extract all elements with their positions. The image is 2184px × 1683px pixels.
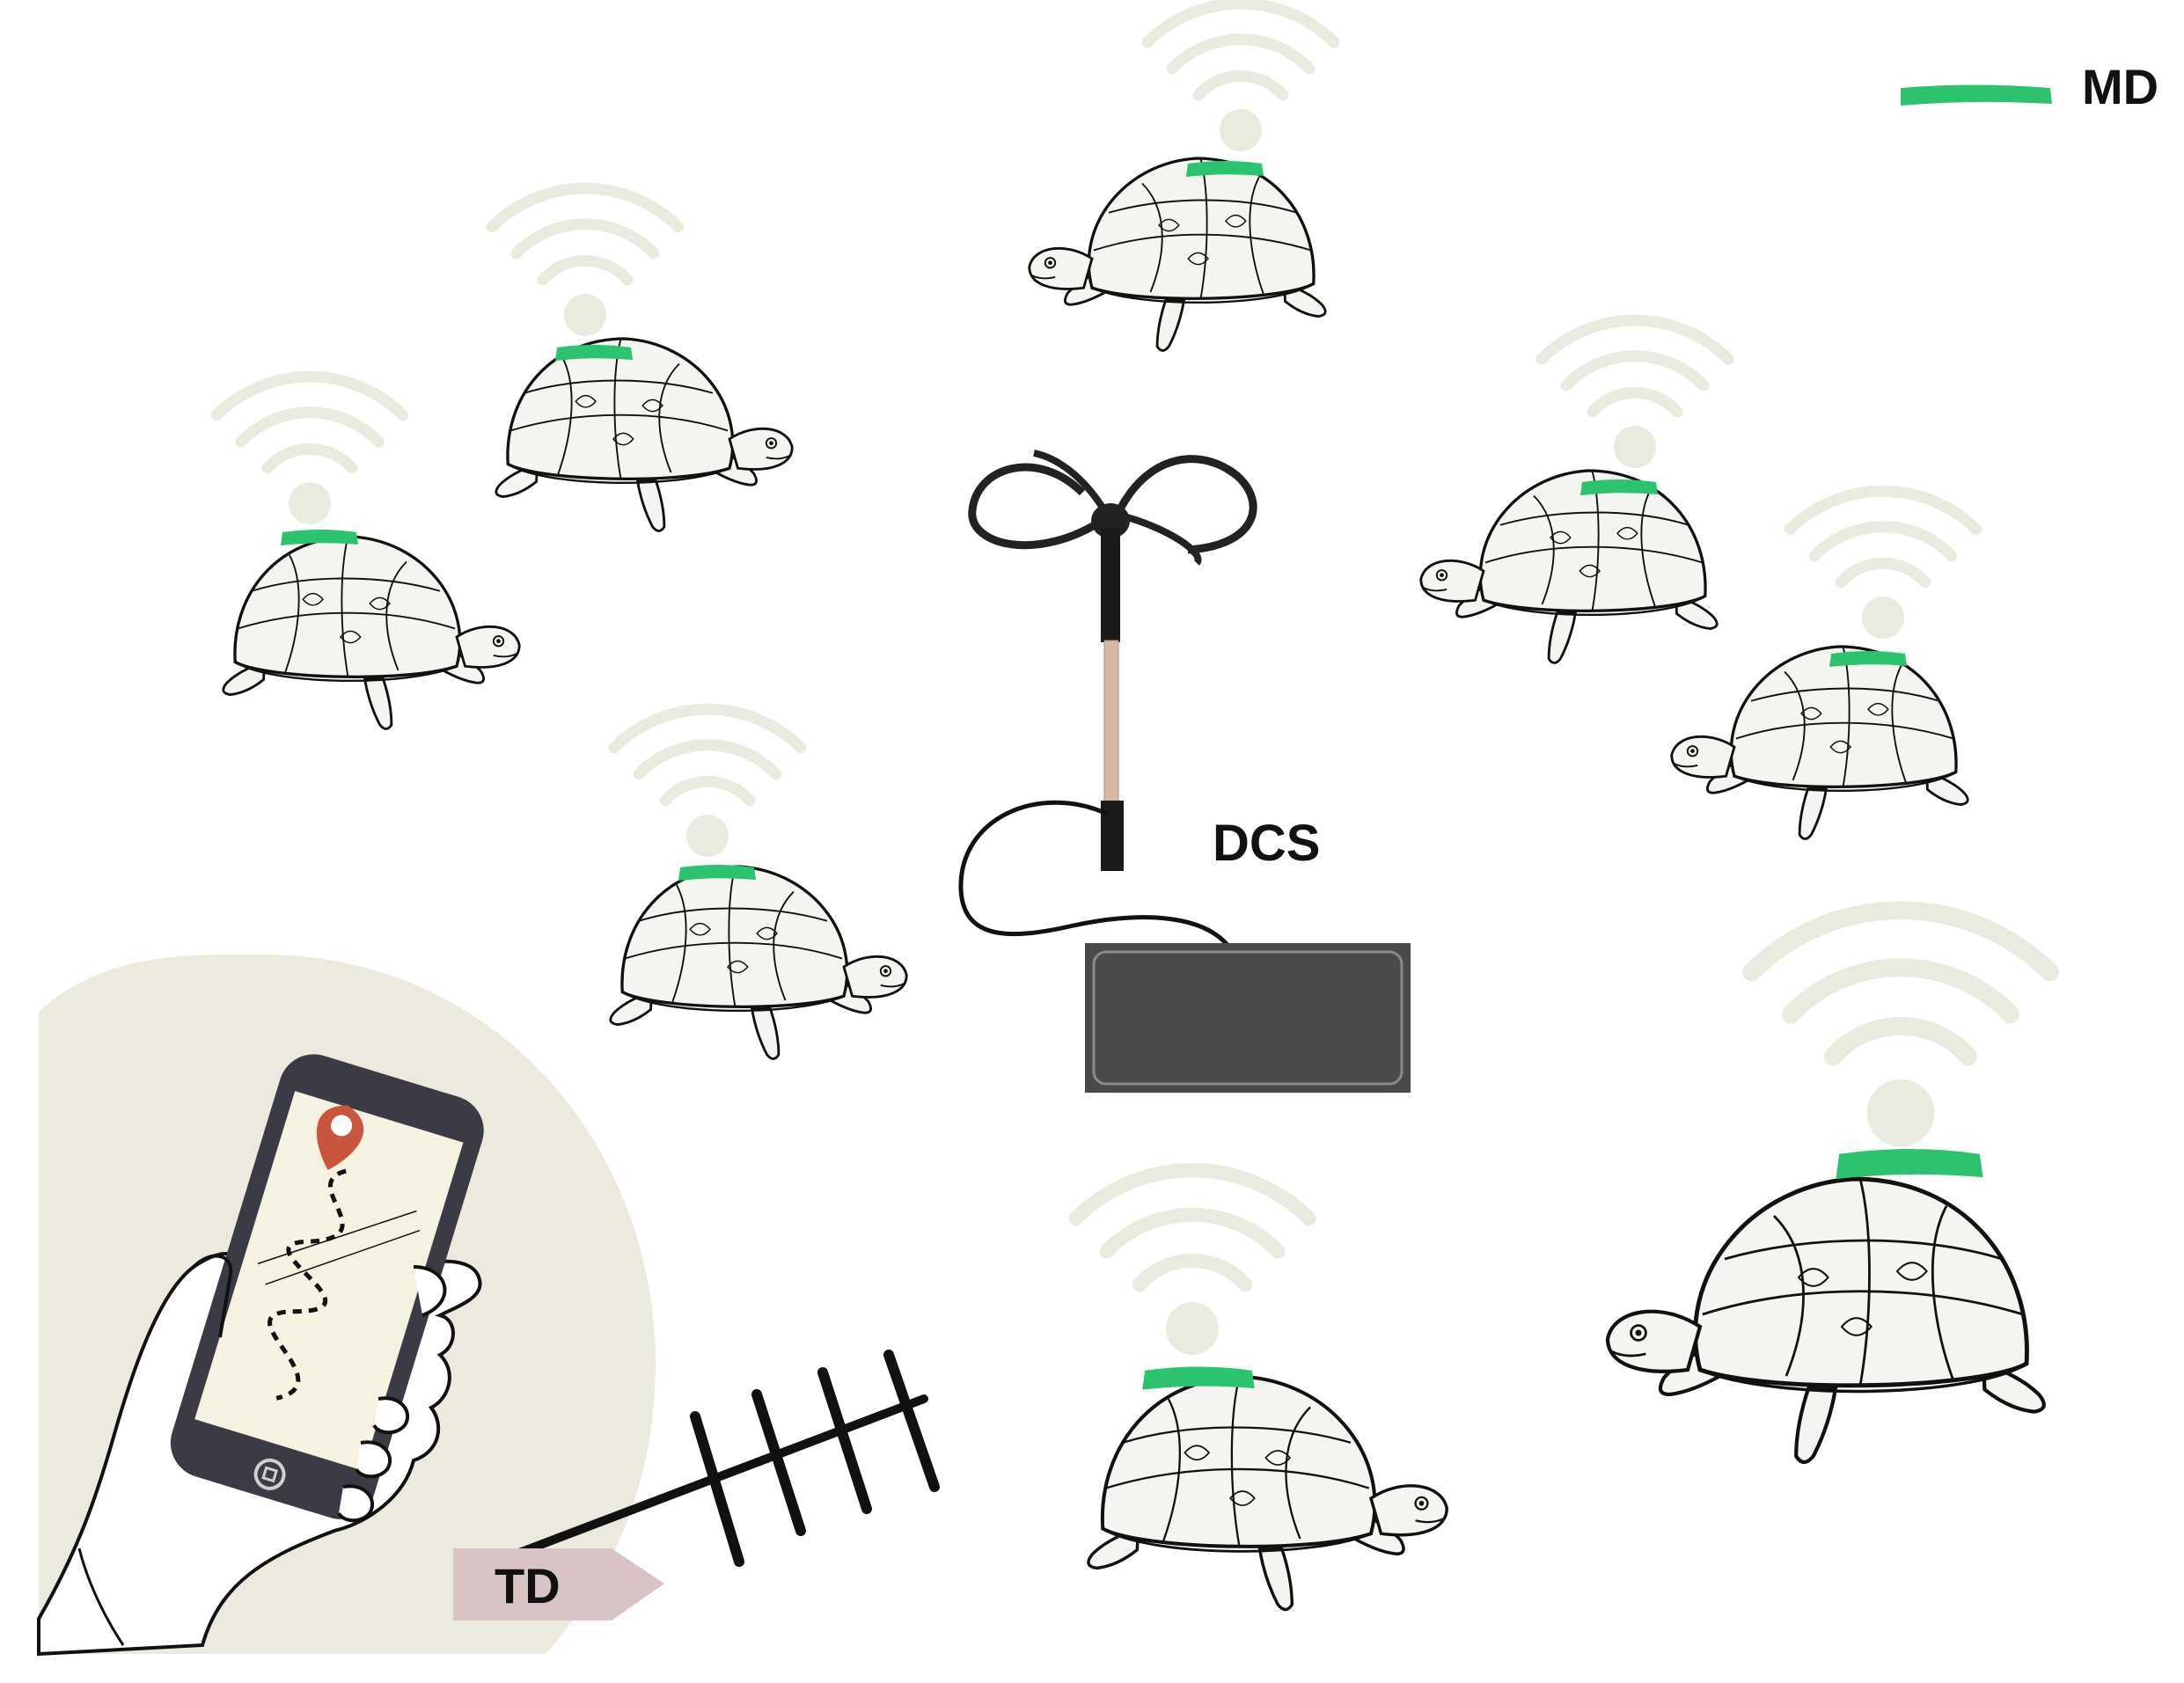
turtle-icon	[495, 337, 794, 533]
tracker-device	[37, 1054, 484, 1657]
turtle-2	[492, 188, 794, 533]
turtle-6	[609, 709, 908, 1061]
turtle-icon	[609, 865, 908, 1061]
td-label: TD	[495, 1558, 561, 1613]
turtle-1	[1028, 4, 1334, 353]
turtle-icon	[222, 535, 521, 731]
yagi-antenna-icon	[515, 1350, 940, 1567]
td-tag: TD	[453, 1548, 664, 1621]
wifi-signal-icon	[1076, 1170, 1309, 1355]
turtle-icon	[1670, 645, 1969, 841]
turtle-icon	[1419, 469, 1719, 665]
md-tag	[1836, 1149, 1983, 1180]
wifi-signal-icon	[1790, 491, 1976, 639]
turtle-5	[1670, 491, 1976, 841]
legend-md-swatch	[1901, 84, 2052, 106]
legend-md-label: MD	[2082, 59, 2158, 114]
wifi-signal-icon	[1147, 4, 1334, 151]
turtle-4	[1419, 320, 1728, 665]
wifi-signal-icon	[1751, 911, 2049, 1147]
turtle-3	[216, 377, 521, 731]
clover-antenna-icon	[968, 450, 1257, 871]
receiver-box	[1085, 943, 1411, 1093]
wifi-signal-icon	[614, 709, 801, 857]
wifi-signal-icon	[492, 188, 678, 336]
wifi-signal-icon	[1542, 320, 1728, 468]
wifi-signal-icon	[216, 377, 403, 524]
data-collection-station: DCS	[958, 450, 1411, 1093]
turtle-8	[1608, 911, 2050, 1462]
location-pin-icon	[317, 1105, 364, 1171]
antenna-cable	[958, 800, 1233, 950]
smartphone-icon	[170, 1054, 484, 1519]
turtle-icon	[1028, 157, 1327, 353]
legend: MD	[1901, 59, 2158, 114]
turtle-7	[1076, 1170, 1447, 1609]
dcs-label: DCS	[1213, 815, 1320, 872]
turtle-icon	[1088, 1377, 1447, 1610]
turtle-icon	[1608, 1179, 2044, 1462]
